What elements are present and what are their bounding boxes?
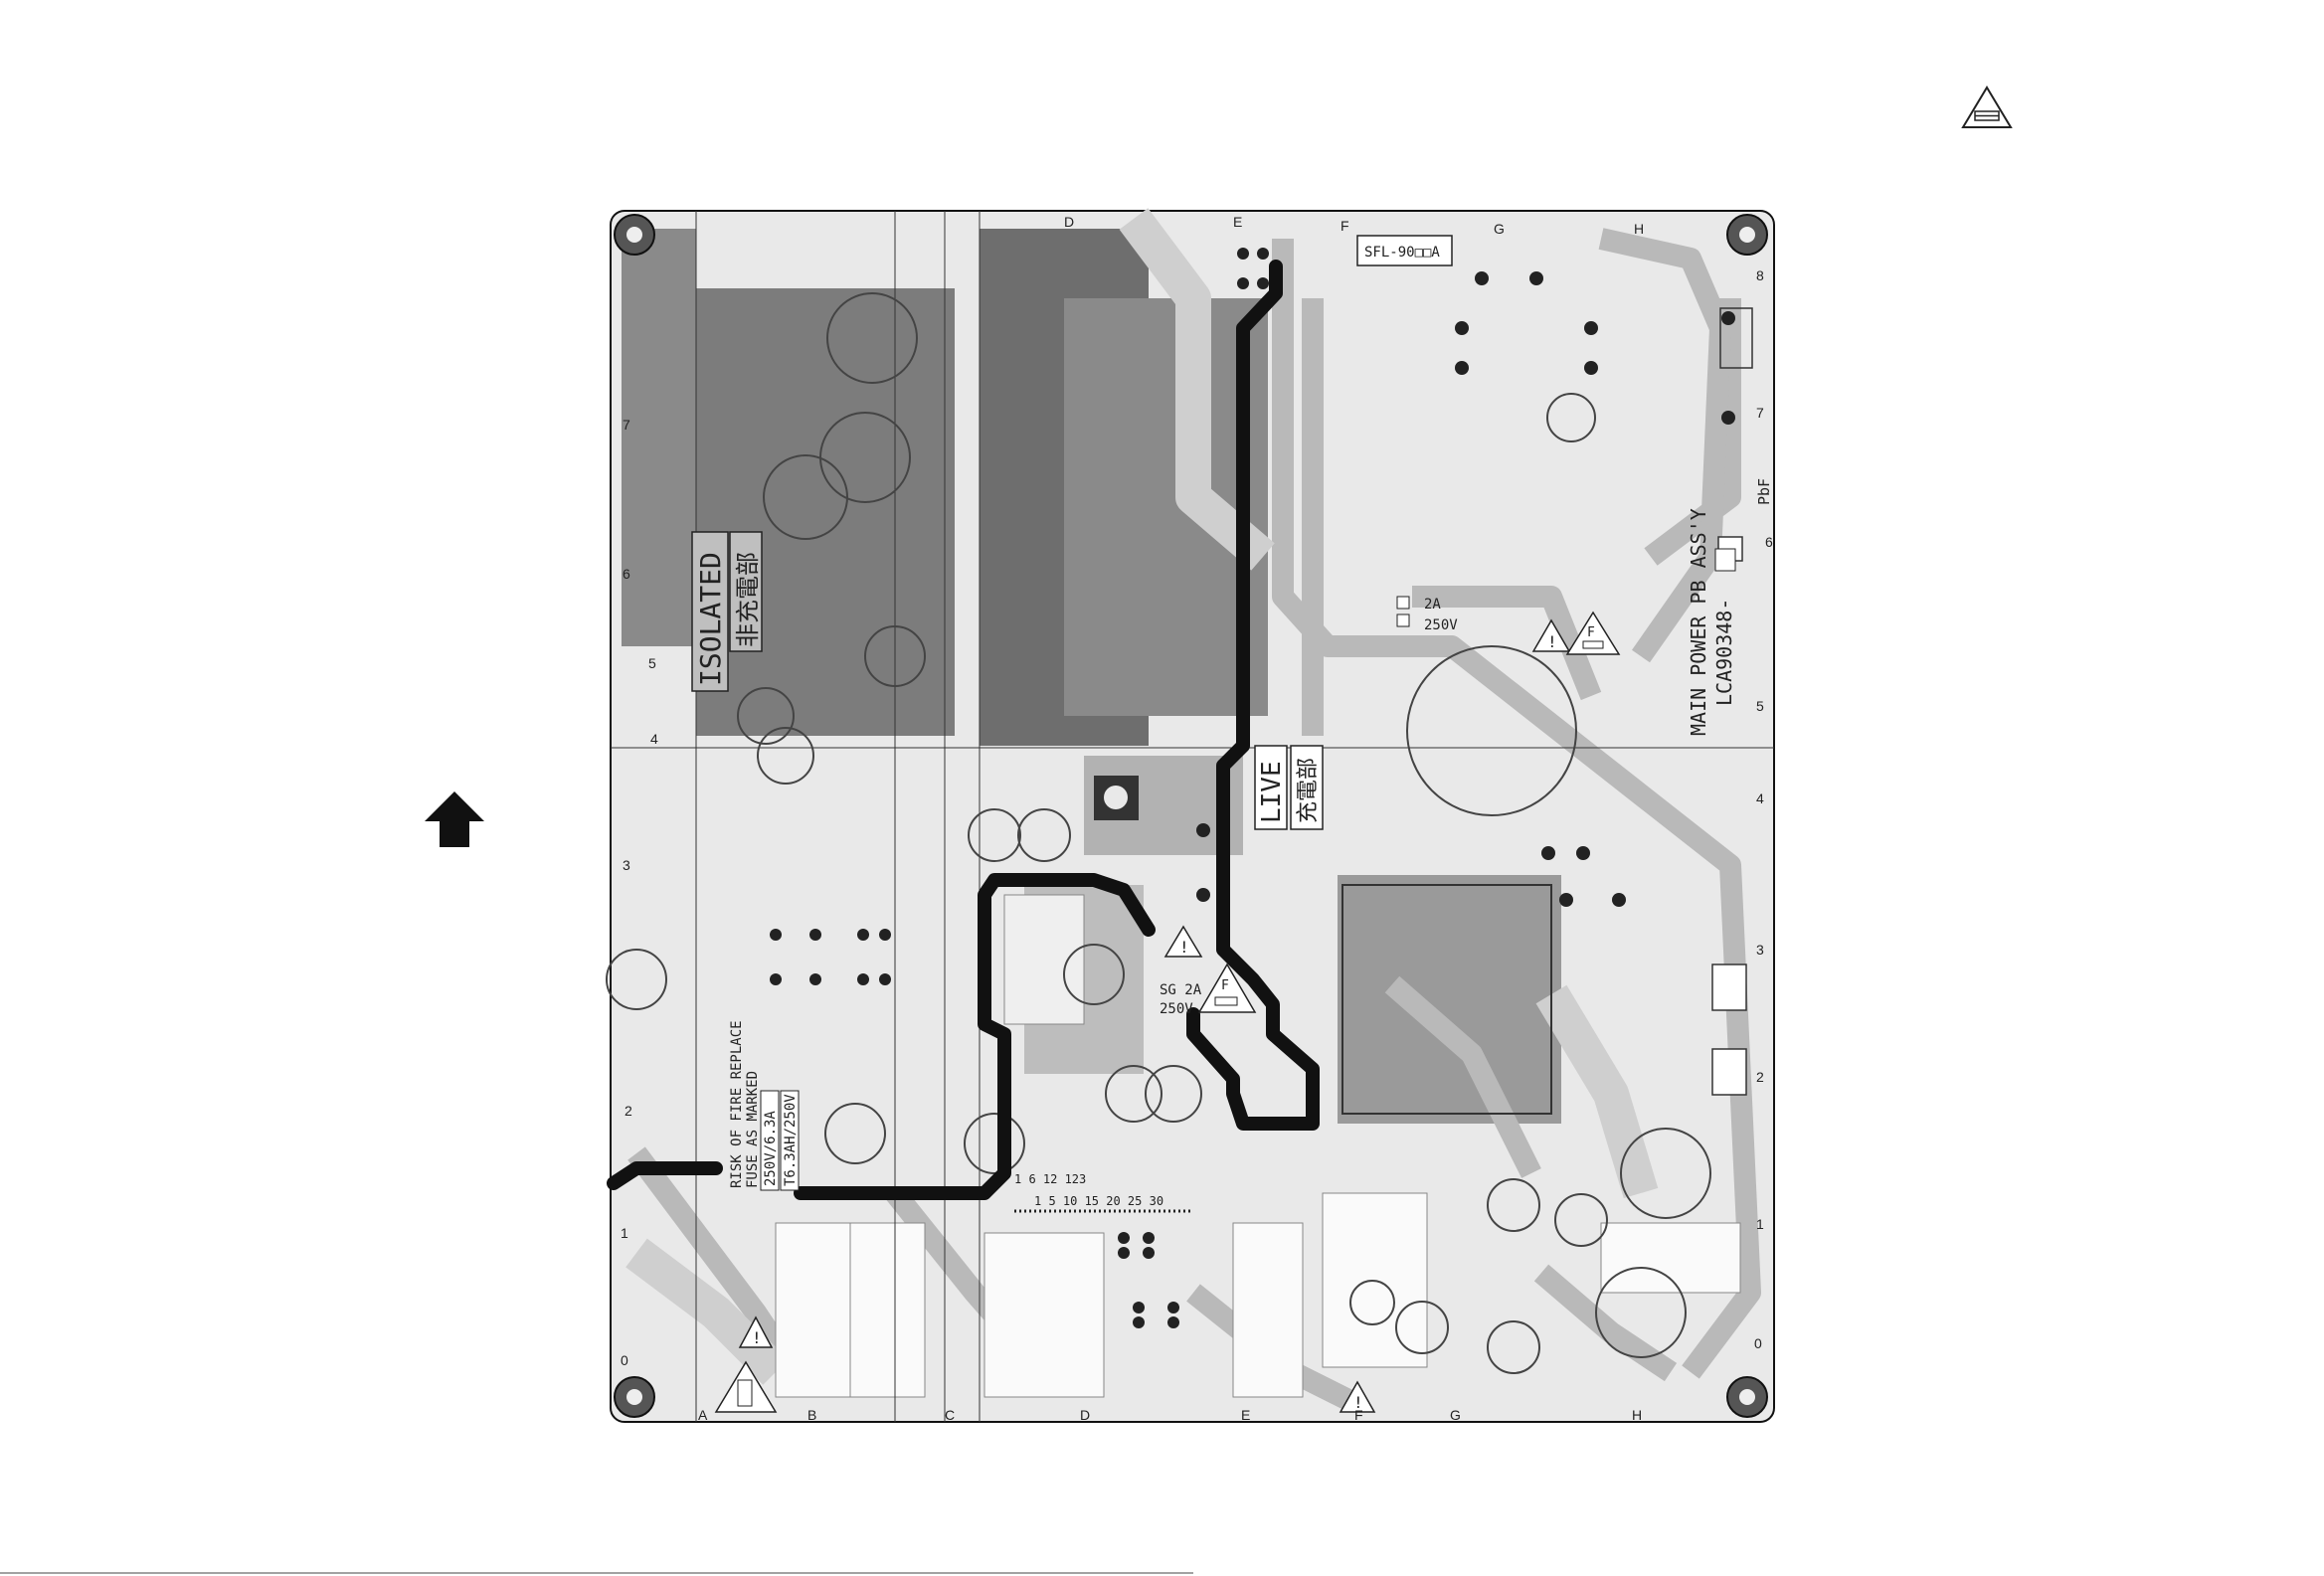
fuse-f2-current: SG 2A [1160, 982, 1202, 998]
isolated-jp-label: 非充電部 [734, 552, 762, 647]
row-number-left: 5 [648, 655, 656, 671]
fuse-rating-2: T6.3AH/250V [783, 1094, 799, 1186]
column-letter-bottom: D [1080, 1407, 1090, 1423]
row-number-left: 0 [621, 1352, 628, 1368]
fuse-warning-line-1: RISK OF FIRE REPLACE [729, 1020, 745, 1188]
row-number-right: 5 [1756, 698, 1764, 714]
row-number-left: 6 [623, 566, 630, 582]
fuse-f1-current: 2A [1424, 597, 1441, 613]
row-number-left: 3 [623, 857, 630, 873]
column-letter-top: E [1233, 214, 1242, 230]
copper-region [622, 229, 696, 646]
svg-text:!: ! [1547, 632, 1557, 651]
row-number-left: 2 [625, 1103, 632, 1119]
model-box-label: SFL-90□□A [1364, 245, 1440, 261]
row-number-left: 7 [623, 417, 630, 433]
row-number-right: 1 [1756, 1216, 1764, 1232]
up-arrow-icon [425, 791, 484, 847]
fuse-rating-1: 250V/6.3A [763, 1111, 779, 1186]
fuse-f1-voltage: 250V [1424, 617, 1458, 633]
column-letter-bottom: A [698, 1407, 708, 1423]
row-number-right: 8 [1756, 267, 1764, 283]
column-letter-top: D [1064, 214, 1074, 230]
fuse-warning-line-2: FUSE AS MARKED [745, 1071, 761, 1188]
svg-text:!: ! [752, 1328, 762, 1347]
isolated-label: ISOLATED [694, 552, 727, 686]
row-number-left: 1 [621, 1225, 628, 1241]
row-number-right: 2 [1756, 1069, 1764, 1085]
column-letter-bottom: C [945, 1407, 955, 1423]
fuse-f2-voltage: 250V [1160, 1001, 1193, 1017]
pcb-board: SFL-90□□A 2A 250V ! F ! SG 2A 250V F [607, 211, 1774, 1423]
column-letter-bottom: G [1450, 1407, 1461, 1423]
column-letter-bottom: E [1241, 1407, 1250, 1423]
row-number-right: 6 [1765, 534, 1773, 550]
row-number-right: 0 [1754, 1335, 1762, 1351]
svg-text:F: F [1587, 625, 1595, 640]
pin-row-label: 1 5 10 15 20 25 30 [1034, 1194, 1163, 1208]
live-label: LIVE [1257, 761, 1287, 823]
copper-region [696, 288, 955, 736]
pin-header-label: 1 6 12 123 [1014, 1172, 1086, 1186]
column-letter-bottom: H [1632, 1407, 1642, 1423]
live-jp-label: 充電部 [1296, 758, 1321, 823]
svg-text:F: F [1221, 978, 1229, 993]
column-letter-bottom: F [1354, 1407, 1363, 1423]
column-letter-top: H [1634, 221, 1644, 237]
fuse-warning-triangle-icon [1963, 88, 2011, 127]
board-pbf: PbF [1755, 478, 1773, 505]
column-letter-top: G [1494, 221, 1505, 237]
row-number-right: 3 [1756, 942, 1764, 958]
copper-region [1338, 875, 1561, 1124]
board-title: MAIN POWER PB ASS'Y [1687, 508, 1710, 736]
svg-text:!: ! [1179, 938, 1189, 957]
row-number-left: 4 [650, 731, 658, 747]
board-part-no: LCA90348- [1712, 599, 1736, 706]
row-number-right: 4 [1756, 790, 1764, 806]
row-number-right: 7 [1756, 405, 1764, 421]
column-letter-bottom: B [807, 1407, 816, 1423]
column-letter-top: F [1341, 218, 1349, 234]
